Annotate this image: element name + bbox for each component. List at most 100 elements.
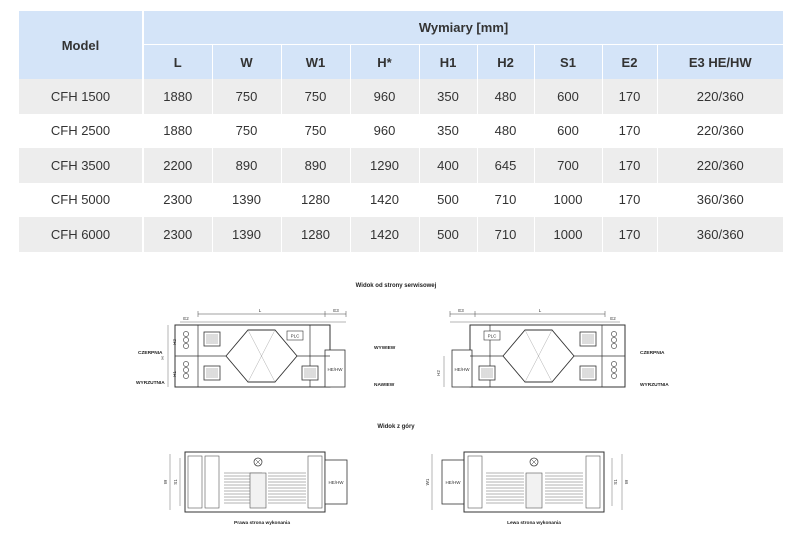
cell: 360/360 — [656, 182, 784, 217]
label-czerpnia-right: CZERPNIA — [640, 350, 665, 356]
cell: 2200 — [142, 148, 212, 183]
cell: 170 — [601, 79, 657, 114]
cell: 960 — [349, 79, 419, 114]
cell: 500 — [418, 182, 477, 217]
col-w1: W1 — [280, 44, 350, 79]
col-l: L — [142, 44, 212, 79]
caption-left-hand: Lewa strona wykonania — [507, 520, 561, 526]
col-e2: E2 — [601, 44, 657, 79]
top-view-right-hand: W S1 HE/HW Prawa strona wykonania — [163, 451, 348, 526]
cell: 1000 — [533, 182, 602, 217]
header-dimensions: Wymiary [mm] — [143, 11, 784, 45]
cell: 890 — [211, 148, 281, 183]
cell: 1280 — [280, 217, 350, 252]
dim-h-left: H — [160, 356, 165, 359]
label-wyrzutnia-left: WYRZUTNIA — [136, 380, 165, 386]
dim-e3-right: E3 — [458, 308, 464, 313]
dim-l-right: L — [539, 308, 542, 313]
dim-s1-right: S1 — [613, 479, 618, 485]
cell: 2300 — [142, 182, 212, 217]
dim-e2: E2 — [183, 316, 189, 321]
cell: 1420 — [349, 217, 419, 252]
cell: 170 — [601, 148, 657, 183]
col-h: H* — [349, 44, 419, 79]
label-czerpnia-left: CZERPNIA — [138, 350, 163, 356]
cell: 1390 — [211, 217, 281, 252]
cell: 600 — [533, 79, 602, 114]
dim-s1-left: S1 — [173, 479, 178, 485]
title-top-view: Widok z góry — [377, 424, 415, 430]
dim-w-left: W — [163, 479, 168, 484]
col-h2: H2 — [476, 44, 534, 79]
hehw-top-right: HE/HW — [446, 480, 462, 485]
cell: 220/360 — [656, 79, 784, 114]
table-row: CFH 3500 2200 890 890 1290 400 645 700 1… — [19, 148, 784, 183]
col-s1: S1 — [533, 44, 602, 79]
cell-model: CFH 2500 — [19, 113, 144, 148]
cell: 1280 — [280, 182, 350, 217]
cell: 480 — [476, 113, 534, 148]
cell: 710 — [476, 182, 534, 217]
cell: 360/360 — [656, 217, 784, 252]
plc-label-right: PLC — [488, 334, 498, 339]
cell: 710 — [476, 217, 534, 252]
label-wyrzutnia-right: WYRZUTNIA — [640, 382, 669, 388]
cell: 350 — [418, 79, 477, 114]
cell-model: CFH 3500 — [19, 148, 144, 183]
cell: 750 — [211, 113, 281, 148]
cell: 1420 — [349, 182, 419, 217]
cell: 170 — [601, 217, 657, 252]
col-w: W — [211, 44, 281, 79]
title-service-view: Widok od strony serwisowej — [356, 283, 437, 289]
service-view-right: E3 L E2 PLC HE/HW H2 CZERPNIA WYRZUTNIA — [436, 308, 669, 388]
cell: 400 — [418, 148, 477, 183]
cell: 645 — [476, 148, 534, 183]
cell: 1390 — [211, 182, 281, 217]
dim-h2-right: H2 — [436, 370, 441, 376]
technical-drawings: Widok od strony serwisowej L E3 E2 PLC H… — [136, 283, 669, 526]
dimensions-table: Model Wymiary [mm] L W W1 H* H1 H2 S1 E2… — [19, 11, 784, 252]
cell: 500 — [418, 217, 477, 252]
table-row: CFH 5000 2300 1390 1280 1420 500 710 100… — [19, 182, 784, 217]
cell: 1290 — [349, 148, 419, 183]
col-e3: E3 HE/HW — [656, 44, 784, 79]
cell: 480 — [476, 79, 534, 114]
label-wywiew: WYWIEW — [374, 345, 396, 351]
cell: 170 — [601, 113, 657, 148]
dim-e2-right: E2 — [610, 316, 616, 321]
dim-w-right: W — [624, 479, 629, 484]
cell: 220/360 — [656, 113, 784, 148]
cell-model: CFH 1500 — [19, 79, 144, 114]
dim-w1-right: W1 — [425, 478, 430, 485]
dim-h1-left: H1 — [172, 371, 177, 377]
cell: 1000 — [533, 217, 602, 252]
header-model: Model — [19, 11, 144, 79]
hehw-label-left: HE/HW — [328, 367, 344, 372]
dim-h2-left: H2 — [172, 339, 177, 345]
cell: 600 — [533, 113, 602, 148]
cell: 170 — [601, 182, 657, 217]
hehw-label-right: HE/HW — [455, 367, 471, 372]
service-view-left: L E3 E2 PLC HE/HW H H2 H1 CZERPNIA WYRZU… — [136, 308, 347, 388]
cell: 2300 — [142, 217, 212, 252]
table-row: CFH 1500 1880 750 750 960 350 480 600 17… — [19, 79, 784, 114]
caption-right-hand: Prawa strona wykonania — [234, 520, 290, 526]
cell: 1880 — [142, 113, 212, 148]
cell: 890 — [280, 148, 350, 183]
plc-label-left: PLC — [291, 334, 301, 339]
cell: 700 — [533, 148, 602, 183]
cell: 1880 — [142, 79, 212, 114]
hehw-top-left: HE/HW — [329, 480, 345, 485]
label-nawiew: NAWIEW — [374, 382, 395, 388]
cell: 220/360 — [656, 148, 784, 183]
cell-model: CFH 6000 — [19, 217, 144, 252]
dim-l: L — [259, 308, 262, 313]
table-row: CFH 6000 2300 1390 1280 1420 500 710 100… — [19, 217, 784, 252]
table-row: CFH 2500 1880 750 750 960 350 480 600 17… — [19, 113, 784, 148]
cell: 750 — [280, 79, 350, 114]
cell-model: CFH 5000 — [19, 182, 144, 217]
cell: 750 — [211, 79, 281, 114]
cell: 960 — [349, 113, 419, 148]
dim-e3: E3 — [333, 308, 339, 313]
cell: 350 — [418, 113, 477, 148]
